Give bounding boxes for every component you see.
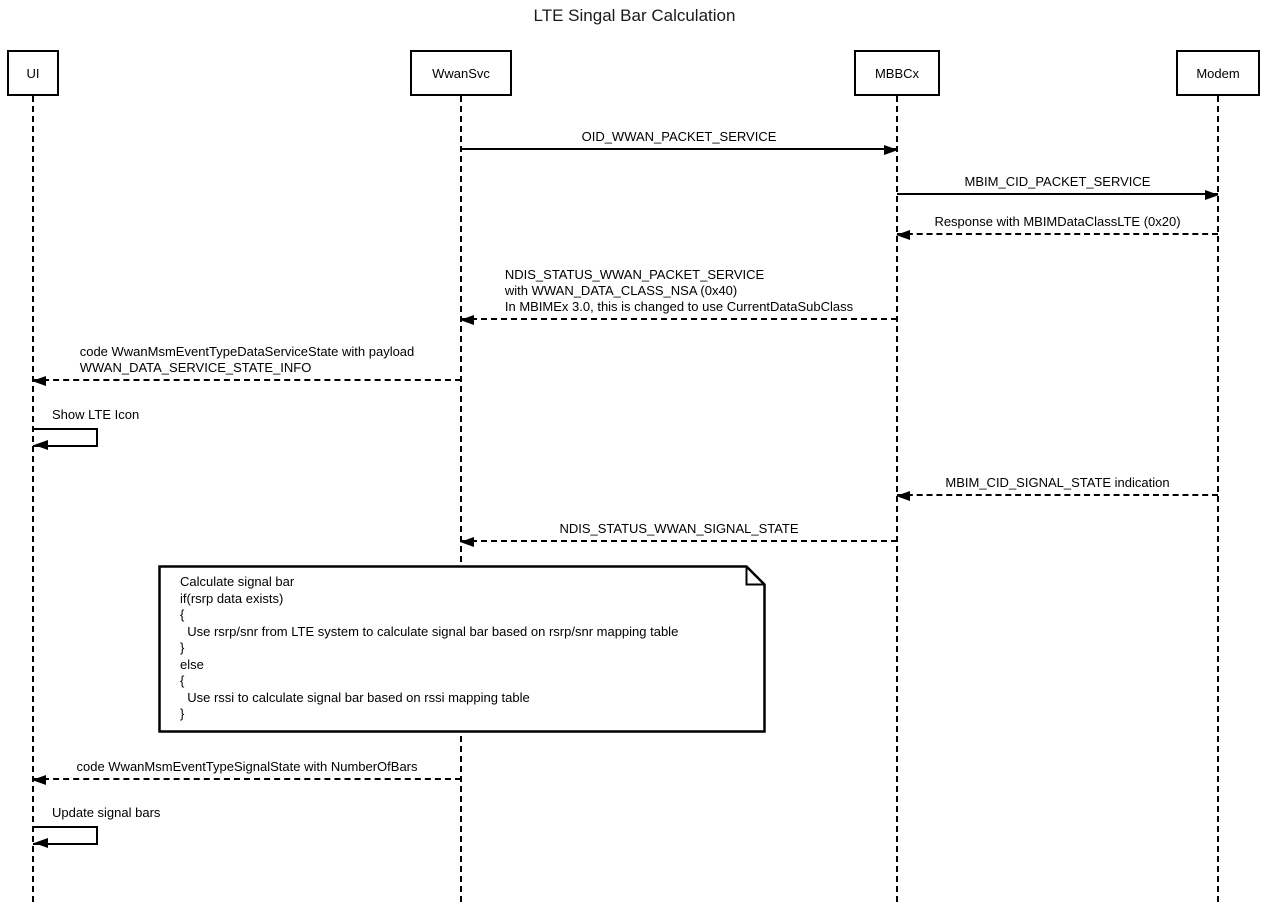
message-ndis-status-wwan-signal-state: NDIS_STATUS_WWAN_SIGNAL_STATE — [460, 521, 897, 547]
message-label: NDIS_STATUS_WWAN_SIGNAL_STATE — [559, 521, 799, 536]
message-mbim-cid-signal-state: MBIM_CID_SIGNAL_STATE indication — [896, 475, 1218, 501]
arrowhead-right-icon — [884, 144, 898, 155]
lifeline-modem — [1217, 96, 1219, 902]
arrowhead-left-icon — [34, 440, 48, 450]
message-label: Response with MBIMDataClassLTE (0x20) — [934, 214, 1181, 229]
actor-box-ui: UI — [7, 50, 59, 96]
actor-box-mbbcx: MBBCx — [854, 50, 940, 96]
message-label: MBIM_CID_PACKET_SERVICE — [964, 174, 1151, 189]
arrowhead-right-icon — [1205, 189, 1219, 200]
note-calculate-signal-bar: Calculate signal bar if(rsrp data exists… — [158, 565, 766, 733]
message-label: OID_WWAN_PACKET_SERVICE — [581, 129, 777, 144]
selfmessage-show-lte-icon-shape — [33, 428, 98, 447]
message-wwanmsm-signalstate: code WwanMsmEventTypeSignalState with Nu… — [32, 759, 461, 785]
arrowhead-left-icon — [896, 490, 910, 501]
selfmessage-update-signal-bars-label: Update signal bars — [52, 805, 161, 820]
arrowhead-left-icon — [34, 838, 48, 848]
arrowhead-left-icon — [460, 536, 474, 547]
actor-label-wwansvc: WwanSvc — [432, 65, 490, 81]
message-oid-wwan-packet-service: OID_WWAN_PACKET_SERVICE — [461, 129, 898, 155]
actor-label-modem: Modem — [1196, 65, 1240, 81]
note-outline-icon — [158, 565, 766, 733]
diagram-title: LTE Singal Bar Calculation — [533, 6, 736, 25]
actor-label-ui: UI — [26, 65, 40, 81]
message-wwanmsm-dataservicestate: code WwanMsmEventTypeDataServiceState wi… — [32, 344, 461, 386]
arrowhead-left-icon — [32, 774, 46, 785]
message-label: code WwanMsmEventTypeDataServiceState wi… — [79, 344, 415, 375]
message-ndis-status-wwan-packet-service: NDIS_STATUS_WWAN_PACKET_SERVICE with WWA… — [460, 267, 897, 325]
lifeline-wwansvc — [460, 96, 462, 902]
actor-box-wwansvc: WwanSvc — [410, 50, 512, 96]
message-mbim-cid-packet-service: MBIM_CID_PACKET_SERVICE — [897, 174, 1219, 200]
note-text: Calculate signal bar if(rsrp data exists… — [180, 574, 679, 721]
selfmessage-show-lte-icon-label: Show LTE Icon — [52, 407, 140, 422]
arrowhead-left-icon — [896, 229, 910, 240]
message-label: MBIM_CID_SIGNAL_STATE indication — [945, 475, 1170, 490]
message-label: code WwanMsmEventTypeSignalState with Nu… — [76, 759, 418, 774]
actor-label-mbbcx: MBBCx — [874, 65, 920, 81]
arrowhead-left-icon — [460, 314, 474, 325]
message-label: NDIS_STATUS_WWAN_PACKET_SERVICE with WWA… — [504, 267, 854, 314]
arrowhead-left-icon — [32, 375, 46, 386]
lifeline-ui — [32, 96, 34, 902]
message-response-mbimdataclasslte: Response with MBIMDataClassLTE (0x20) — [896, 214, 1218, 240]
selfmessage-update-signal-bars-shape — [33, 826, 98, 845]
actor-box-modem: Modem — [1176, 50, 1260, 96]
